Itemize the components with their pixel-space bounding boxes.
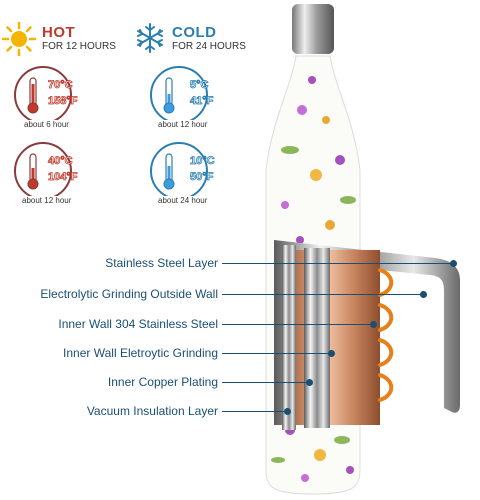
hot-title: HOT: [42, 24, 76, 41]
leader-line-3: [222, 324, 374, 325]
bottle-cap: [292, 4, 334, 54]
layer-label-3: Inner Wall 304 Stainless Steel: [58, 317, 218, 331]
sun-icon: [1, 21, 37, 57]
gauge-3-caption: about 12 hour: [20, 196, 74, 205]
leader-dot-6: [284, 408, 291, 415]
thermometer-cold-icon: [163, 153, 175, 190]
leader-dot-4: [328, 350, 335, 357]
leader-line-2: [222, 294, 424, 295]
gauge-4-caption: about 24 hour: [156, 196, 210, 205]
gauge-1-fahrenheit: 158°F: [48, 95, 78, 108]
layer-label-1: Stainless Steel Layer: [105, 256, 218, 270]
bottle-illustration: [265, 4, 460, 495]
inner-steel-wall-2: [304, 248, 330, 428]
gauge-3-celsius: 40°C: [48, 155, 73, 168]
layer-label-6: Vacuum Insulation Layer: [86, 404, 218, 418]
gauge-1-celsius: 70°C: [48, 79, 73, 92]
cold-gauge-24h: [150, 142, 208, 200]
gauge-2-caption: about 12 hour: [156, 120, 210, 129]
leader-line-1: [222, 263, 454, 264]
layer-label-2: Electrolytic Grinding Outside Wall: [40, 287, 218, 301]
gauge-3-fahrenheit: 104°F: [48, 171, 78, 184]
layer-label-4: Inner Wall Eletroytic Grinding: [63, 346, 218, 360]
snowflake-icon: [134, 22, 166, 54]
cold-title: COLD: [172, 24, 217, 41]
thermometer-hot-icon: [27, 77, 39, 114]
gauge-2-celsius: 5°C: [190, 79, 209, 92]
leader-line-6: [222, 411, 288, 412]
cold-subtitle: FOR 24 HOURS: [172, 41, 246, 52]
gauge-1-caption: about 6 hour: [22, 120, 71, 129]
inner-steel-wall: [282, 245, 296, 430]
leader-dot-3: [370, 321, 377, 328]
gauge-4-fahrenheit: 50°F: [190, 171, 214, 184]
layer-label-5: Inner Copper Plating: [107, 375, 218, 389]
leader-line-5: [222, 382, 310, 383]
copper-plating-layer: [290, 250, 380, 425]
leader-dot-2: [420, 291, 427, 298]
gauge-4-celsius: 10°C: [190, 155, 215, 168]
leader-dot-1: [450, 260, 457, 267]
gauge-2-fahrenheit: 41°F: [190, 95, 214, 108]
thermometer-cold-icon: [163, 77, 175, 114]
thermometer-hot-icon: [27, 153, 39, 190]
leader-line-4: [222, 353, 332, 354]
heat-arrow-icons: [378, 268, 394, 402]
hot-subtitle: FOR 12 HOURS: [42, 41, 116, 52]
leader-dot-5: [306, 379, 313, 386]
